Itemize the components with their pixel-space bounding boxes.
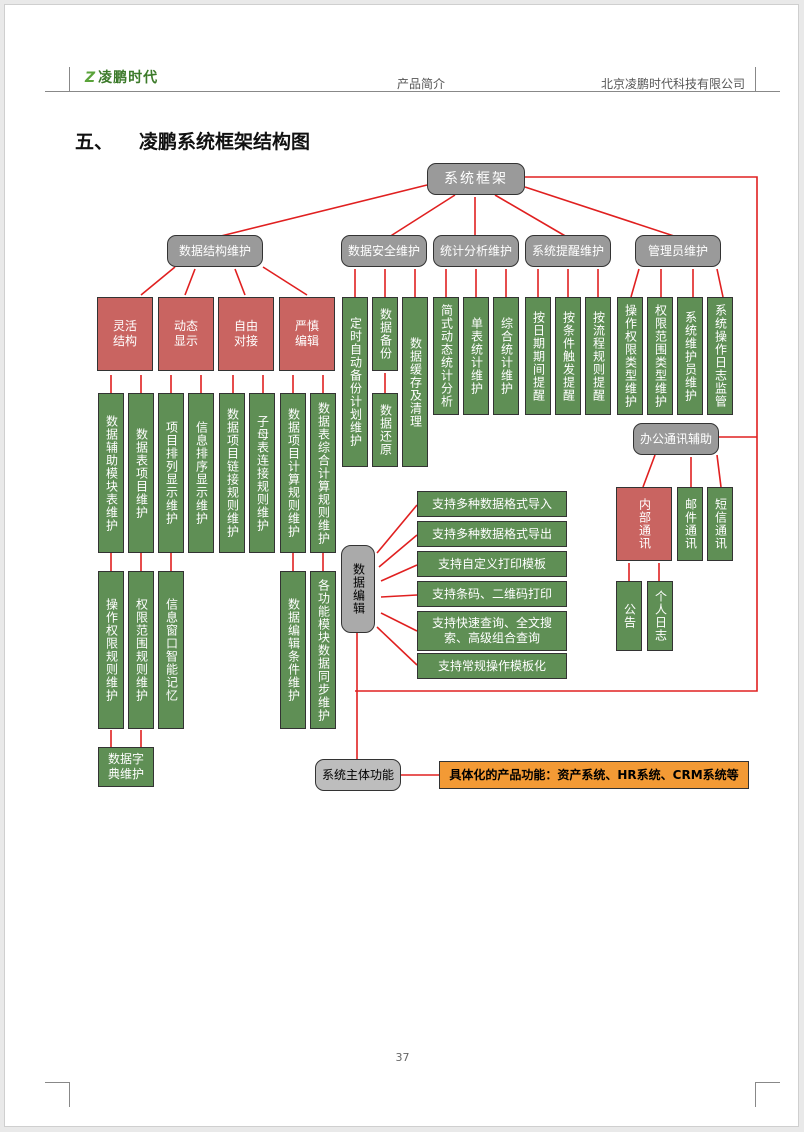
data-edit-node: 数据编辑 (341, 545, 375, 633)
structure-sub2-node: 权限范围规则维护 (128, 571, 154, 729)
structure-sub2-node: 数据编辑条件维护 (280, 571, 306, 729)
security-node: 数据备份 (372, 297, 398, 371)
logo-text: 凌鹏时代 (98, 70, 159, 86)
security-node: 数据缓存及清理 (402, 297, 428, 467)
office-sub-node: 内部通讯 (616, 487, 672, 561)
structure-sub-node: 数据项目链接规则维护 (219, 393, 245, 553)
crop-mark (45, 1082, 70, 1107)
structure-node-line: 灵活 (112, 319, 137, 333)
edit-feature-node: 支持多种数据格式导入 (417, 491, 567, 517)
structure-node-line: 结构 (112, 334, 137, 348)
structure-sub2-node: 各功能模块数据同步维护 (310, 571, 336, 729)
office-sub-node: 短信通讯 (707, 487, 733, 561)
structure-node: 灵活结构 (97, 297, 153, 371)
level1-node: 数据结构维护 (167, 235, 263, 267)
structure-node-line: 编辑 (294, 334, 319, 348)
admin-node: 系统维护员维护 (677, 297, 703, 415)
structure-node-line: 严慎 (294, 319, 319, 333)
structure-sub-node: 信息排序显示维护 (188, 393, 214, 553)
header-rule (50, 91, 760, 92)
remind-node: 按日期期间提醒 (525, 297, 551, 415)
section-title-text: 凌鹏系统框架结构图 (139, 131, 311, 153)
section-title: 五、 凌鹏系统框架结构图 (75, 127, 310, 154)
structure-sub2-node: 信息窗口智能记忆 (158, 571, 184, 729)
edit-feature-node: 支持快速查询、全文搜索、高级组合查询 (417, 611, 567, 651)
structure-node: 自由对接 (218, 297, 274, 371)
remind-node: 按流程规则提醒 (585, 297, 611, 415)
security-sub-node: 数据还原 (372, 393, 398, 467)
structure-node-line: 动态 (173, 319, 198, 333)
level1-node: 统计分析维护 (433, 235, 519, 267)
office-node: 办公通讯辅助 (633, 423, 719, 455)
remind-node: 按条件触发提醒 (555, 297, 581, 415)
structure-sub-node: 子母表连接规则维护 (249, 393, 275, 553)
edit-feature-node: 支持自定义打印模板 (417, 551, 567, 577)
stats-node: 综合统计维护 (493, 297, 519, 415)
admin-node: 系统操作日志监管 (707, 297, 733, 415)
structure-node: 动态显示 (158, 297, 214, 371)
diagram-connectors (110, 176, 758, 776)
edit-feature-node: 支持条码、二维码打印 (417, 581, 567, 607)
structure-node-line: 显示 (173, 334, 198, 348)
crop-mark (755, 67, 780, 92)
office-sub2-node: 个人日志 (647, 581, 673, 651)
security-node: 定时自动备份计划维护 (342, 297, 368, 467)
data-dictionary-node: 数据字典维护 (98, 747, 154, 787)
edit-feature-node: 支持常规操作模板化 (417, 653, 567, 679)
admin-node: 操作权限类型维护 (617, 297, 643, 415)
header-center: 产品简介 (397, 77, 446, 91)
level1-node: 管理员维护 (635, 235, 721, 267)
crop-mark (755, 1082, 780, 1107)
page-number: 37 (395, 1051, 410, 1064)
section-number: 五、 (75, 131, 114, 153)
structure-sub-node: 数据项目计算规则维护 (280, 393, 306, 553)
office-sub-node: 邮件通讯 (677, 487, 703, 561)
structure-sub-node: 数据辅助模块表维护 (98, 393, 124, 553)
crop-mark (45, 67, 70, 92)
logo-mark-icon: Z (85, 70, 97, 86)
structure-sub2-node: 操作权限规则维护 (98, 571, 124, 729)
stats-node: 单表统计维护 (463, 297, 489, 415)
main-function-node: 系统主体功能 (315, 759, 401, 791)
structure-node-line: 对接 (233, 334, 258, 348)
level1-node: 数据安全维护 (341, 235, 427, 267)
level1-node: 系统提醒维护 (525, 235, 611, 267)
structure-node: 严慎编辑 (279, 297, 335, 371)
office-sub2-node: 公告 (616, 581, 642, 651)
structure-sub-node: 数据表项目维护 (128, 393, 154, 553)
structure-sub-node: 数据表综合计算规则维护 (310, 393, 336, 553)
structure-node-line: 自由 (233, 319, 258, 333)
admin-node: 权限范围类型维护 (647, 297, 673, 415)
stats-node: 简式动态统计分析 (433, 297, 459, 415)
root-node: 系统框架 (427, 163, 525, 195)
edit-feature-node: 支持多种数据格式导出 (417, 521, 567, 547)
structure-sub-node: 项目排列显示维护 (158, 393, 184, 553)
product-function-node: 具体化的产品功能：资产系统、HR系统、CRM系统等 (439, 761, 749, 789)
header-right: 北京凌鹏时代科技有限公司 (601, 77, 746, 91)
